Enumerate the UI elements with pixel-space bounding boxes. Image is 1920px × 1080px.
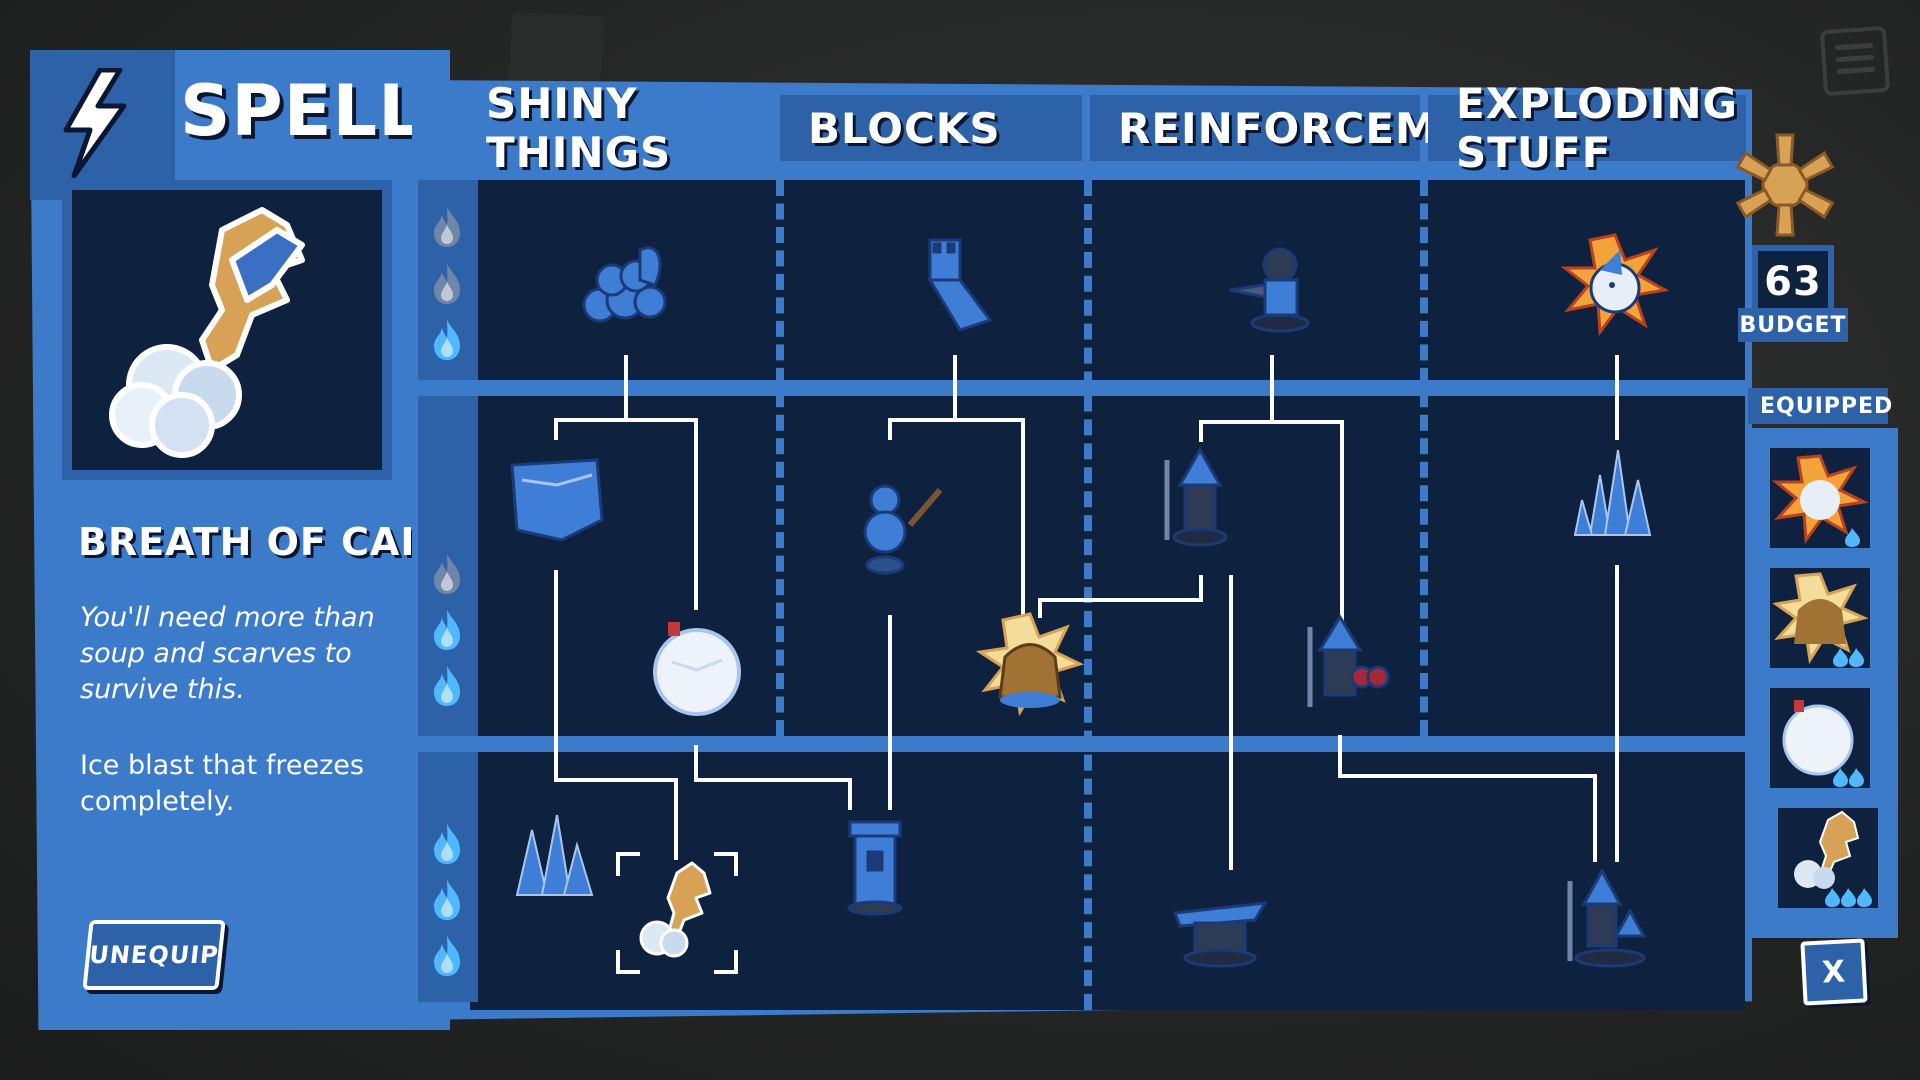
budget-label: BUDGET [1738,308,1848,342]
spell-node-ice-shards[interactable] [502,800,612,910]
spell-description: Ice blast that freezes completely. [80,750,364,817]
wizard-hearts-icon [1307,614,1390,707]
spell-node-ice-tower[interactable] [820,812,930,922]
tab-exploding-stuff[interactable]: EXPLODING STUFF [1428,79,1746,177]
spell-node-ice-crystals[interactable] [1560,440,1670,550]
exploding-unicorn-icon [1560,233,1670,337]
selection-frame-icon [616,852,738,974]
unequip-button[interactable]: UNEQUIP [82,920,226,990]
stone-wall-icon [927,238,993,332]
close-button[interactable]: X [1800,938,1868,1006]
budget-value: 63 [1752,245,1834,319]
spell-node-ice-wizard[interactable] [1145,445,1255,555]
snowball-icon [1782,700,1864,787]
column-divider [1084,180,1092,1010]
flame-empty-icon [430,262,464,306]
tab-shiny-things[interactable]: SHINY THINGS [458,79,770,177]
equipped-slot-1[interactable] [1762,440,1878,556]
background-menu-icon [1819,25,1891,97]
spell-node-ballista[interactable] [1165,868,1275,978]
wizard-army-icon [1567,867,1647,968]
ice-shards-icon [515,814,594,896]
ice-block-icon [510,458,604,542]
tab-reinforcements[interactable]: REINFORCEMENTS [1090,95,1564,161]
flame-filled-icon [430,934,464,978]
spell-node-dark-knight[interactable] [1220,235,1330,345]
spell-node-breath-of-cailleach-selected[interactable] [616,852,738,974]
spell-node-exploding-unicorn[interactable] [1560,230,1670,340]
equipped-slot-4[interactable] [1770,800,1886,916]
spell-node-snowman[interactable] [840,470,950,580]
row-separator [418,736,1748,752]
column-divider [776,180,784,736]
flame-filled-icon [430,318,464,362]
golden-bell-icon [1772,572,1869,667]
selected-spell-preview [62,180,392,480]
ballista-icon [1172,901,1268,968]
ice-crystals-icon [1573,449,1652,536]
spell-node-golden-bell[interactable] [975,612,1085,722]
spell-node-wizard-with-hearts[interactable] [1290,612,1400,722]
flame-empty-icon [430,552,464,596]
spell-flavor-text: You'll need more than soup and scarves t… [80,602,375,705]
gem-pile-icon [582,246,667,323]
spell-node-snowball[interactable] [642,612,752,722]
ice-tower-icon [847,820,903,916]
equipped-slot-2[interactable] [1762,560,1878,676]
dark-knight-icon [1229,247,1310,333]
flame-filled-icon [430,664,464,708]
spell-node-stone-wall[interactable] [900,230,1010,340]
snowball-icon [653,622,741,716]
dragon-ice-breath-icon [109,207,305,458]
snowman-icon [863,484,943,575]
dragon-ice-breath-icon [639,861,712,958]
spell-node-gem-pile[interactable] [570,230,680,340]
equipped-label: EQUIPPED [1748,388,1892,424]
snowflake-currency-icon [1735,133,1835,237]
golden-bell-icon [975,612,1085,717]
column-divider [1420,180,1428,736]
flame-filled-icon [430,608,464,652]
flame-empty-icon [430,205,464,249]
flame-filled-icon [430,822,464,866]
lightning-bolt-icon [63,68,127,178]
flame-filled-icon [430,878,464,922]
dragon-ice-breath-icon [1794,810,1872,907]
row-separator [418,380,1748,396]
equipped-slot-3[interactable] [1762,680,1878,796]
tab-blocks[interactable]: BLOCKS [780,95,1082,161]
ice-wizard-icon [1164,446,1228,547]
exploding-unicorn-icon [1771,454,1869,547]
spell-node-ice-block[interactable] [502,445,612,555]
spell-node-wizard-army[interactable] [1552,866,1662,976]
